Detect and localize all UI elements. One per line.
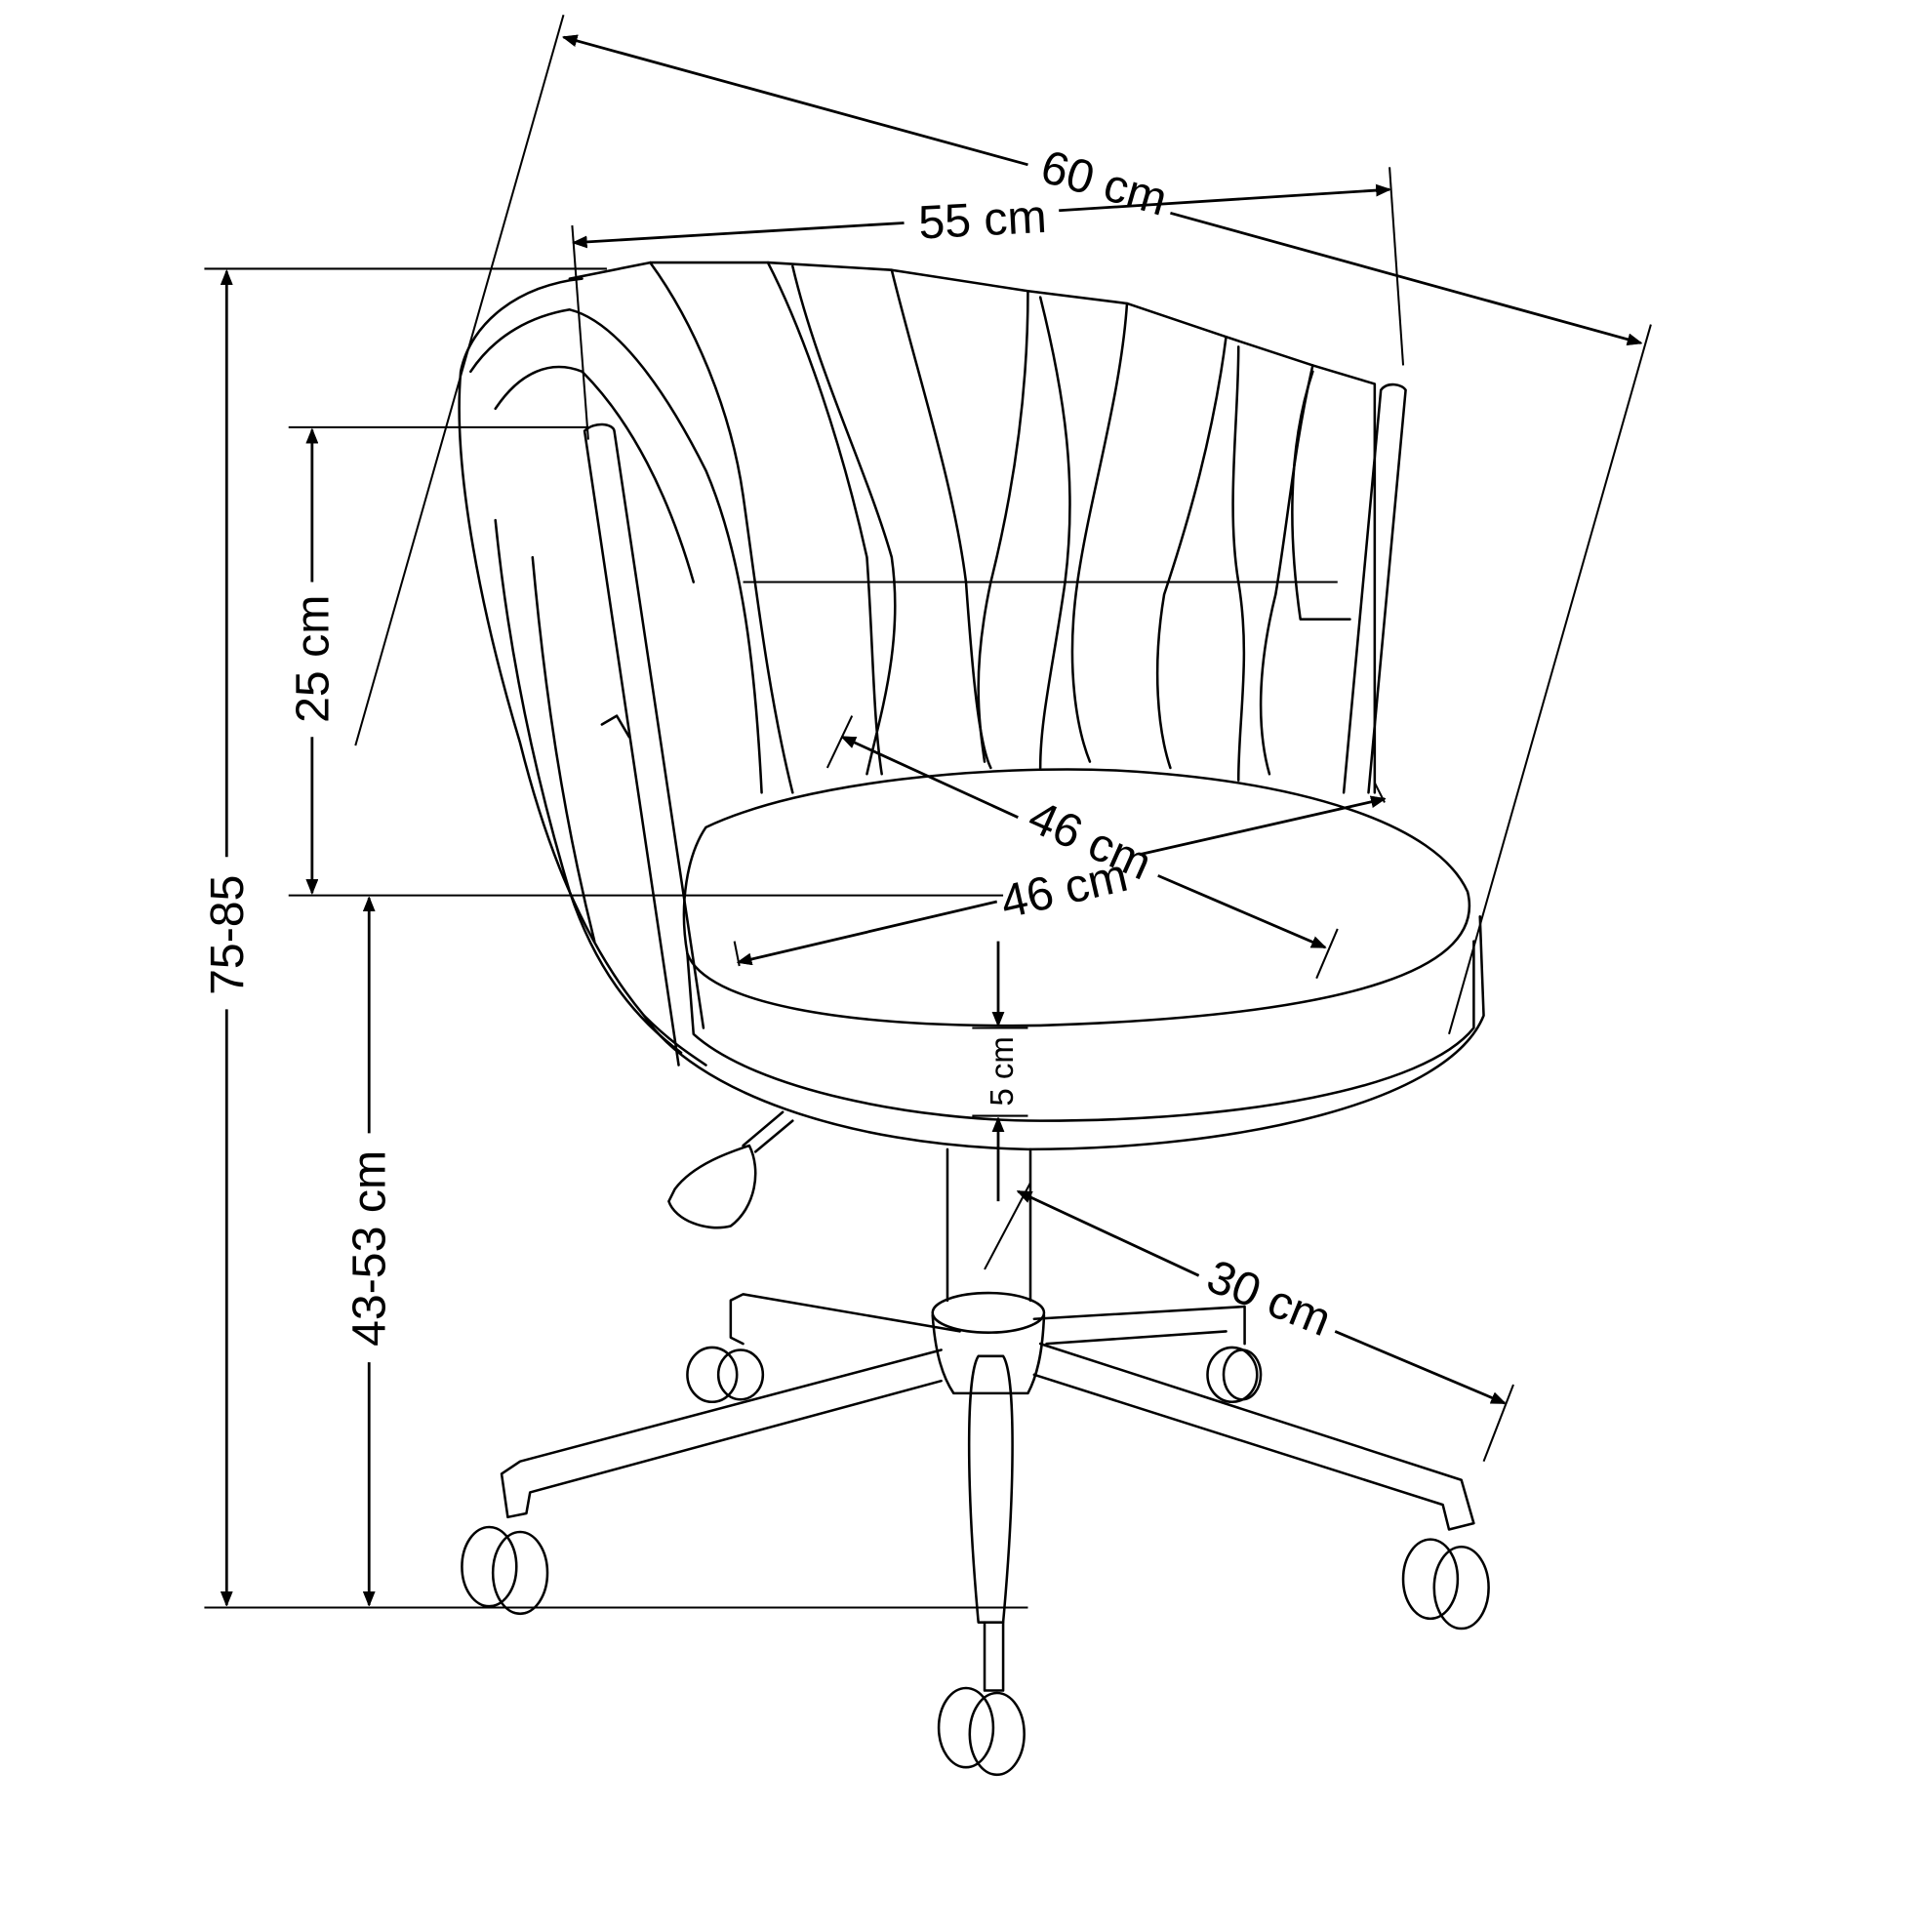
label-seat-height: 43-53 cm bbox=[343, 1150, 396, 1347]
dimension-labels: 60 cm 55 cm 75-85 25 cm 43-53 cm 46 cm 4… bbox=[201, 141, 1339, 1348]
star-base bbox=[500, 1293, 1475, 1624]
label-seat-width: 46 cm bbox=[995, 849, 1132, 929]
gas-lift bbox=[946, 1147, 1032, 1302]
armrest-post bbox=[583, 423, 705, 1067]
woven-straps bbox=[568, 261, 1377, 794]
label-overall-width: 60 cm bbox=[1035, 141, 1173, 226]
dimension-lines bbox=[204, 14, 1652, 1609]
chair-illustration bbox=[458, 261, 1490, 1777]
height-lever bbox=[667, 1110, 794, 1229]
seat-cushion bbox=[682, 768, 1470, 1027]
label-seat-thickness: 5 cm bbox=[984, 1036, 1020, 1107]
label-overall-height: 75-85 bbox=[201, 875, 254, 995]
label-backrest-height: 25 cm bbox=[286, 595, 339, 723]
label-backrest-width: 55 cm bbox=[917, 190, 1048, 250]
backrest-outline bbox=[458, 277, 707, 1067]
caster-wheels bbox=[461, 1346, 1490, 1777]
